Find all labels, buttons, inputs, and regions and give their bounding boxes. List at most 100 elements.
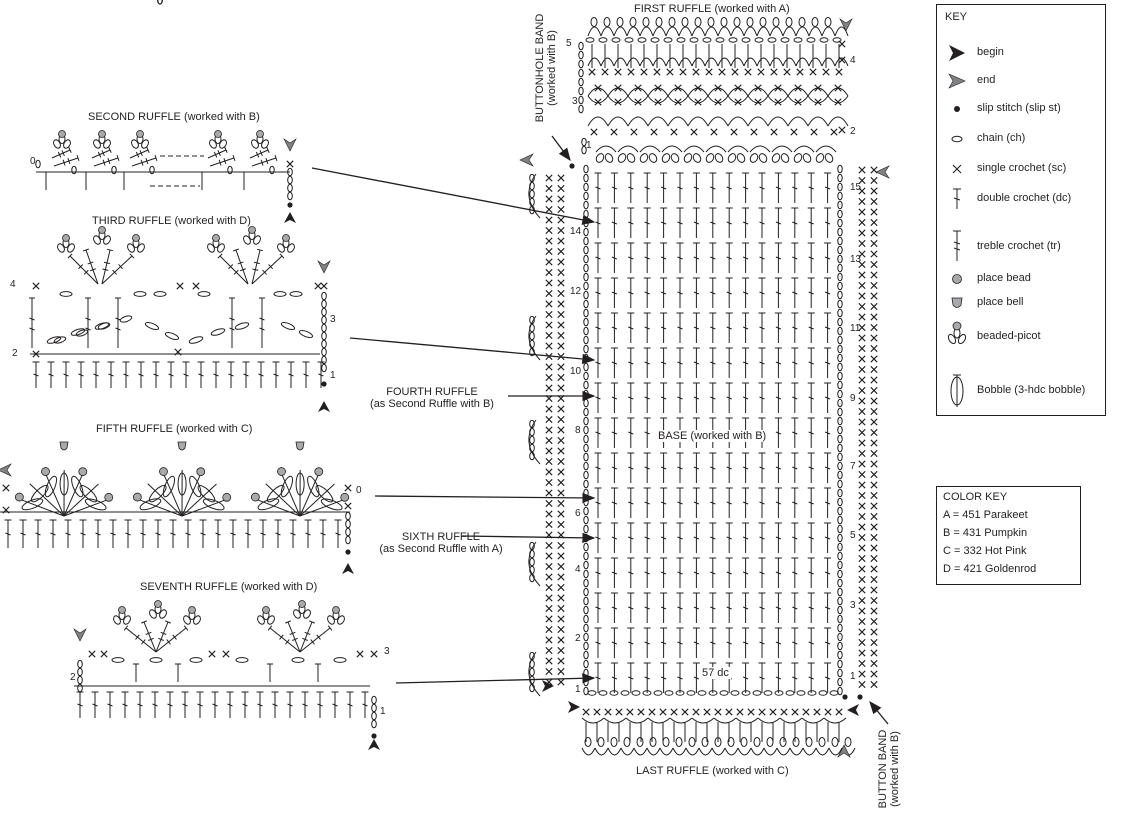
single-crochet-mark <box>648 708 656 716</box>
double-crochet-mark <box>725 172 733 203</box>
end-arrow-icon-graphic <box>948 73 966 89</box>
chain-loop-mark <box>587 116 609 127</box>
single-crochet-mark <box>614 68 622 76</box>
single-crochet-mark <box>557 342 565 350</box>
row-number-base-left: 8 <box>575 425 581 436</box>
single-crochet-mark <box>630 128 638 136</box>
chain-mark <box>583 560 589 570</box>
key-symbol <box>947 321 967 345</box>
single-crochet-icon <box>945 157 969 181</box>
fan-stitch-mark <box>299 483 335 517</box>
chain-mark <box>583 299 589 309</box>
single-crochet-mark <box>870 659 878 668</box>
single-crochet-mark <box>545 300 553 308</box>
end-arrow-mark <box>839 18 853 32</box>
chain-mark <box>583 650 589 660</box>
single-crochet-mark <box>545 174 553 182</box>
chain-loop-mark <box>757 717 781 724</box>
treble-crochet-mark <box>101 248 114 285</box>
single-crochet-mark <box>770 68 778 76</box>
chain-mark <box>583 470 589 480</box>
double-crochet-mark <box>267 663 273 682</box>
chain-loop-mark <box>528 419 541 465</box>
double-crochet-mark <box>758 557 766 588</box>
single-crochet-mark <box>858 323 866 332</box>
double-crochet-mark <box>774 522 782 553</box>
end-arrow-mark <box>317 260 331 274</box>
key-item: end <box>937 69 1105 93</box>
chain-mark <box>583 191 589 201</box>
chain-mark <box>701 737 709 747</box>
chain-mark <box>583 200 589 210</box>
chain-mark <box>77 683 83 693</box>
double-crochet-mark <box>742 242 750 273</box>
double-crochet-mark <box>334 519 342 548</box>
single-crochet-mark <box>654 98 662 106</box>
double-crochet-mark <box>594 277 602 308</box>
chain-mark <box>583 497 589 507</box>
double-crochet-mark <box>594 312 602 343</box>
double-crochet-mark <box>774 382 782 413</box>
double-crochet-mark <box>676 382 684 413</box>
chain-mark <box>617 153 627 163</box>
stitch-line-mark <box>82 171 90 190</box>
chain-mark <box>837 416 843 426</box>
double-crochet-mark <box>692 452 700 483</box>
chain-loop-mark <box>687 87 709 97</box>
sixth-ruffle-title: SIXTH RUFFLE (as Second Ruffle with A) <box>372 531 510 555</box>
chain-mark <box>736 153 746 163</box>
single-crochet-mark <box>718 68 726 76</box>
chain-mark <box>623 737 631 747</box>
chain-mark <box>653 690 663 696</box>
chain-mark <box>77 659 83 669</box>
single-crochet-symbol <box>952 164 962 174</box>
seventh-ruffle-title: SEVENTH RUFFLE (worked with D) <box>140 581 318 593</box>
double-crochet-mark <box>824 277 832 308</box>
double-crochet-mark <box>660 592 668 623</box>
begin-arrow-mark <box>284 212 296 223</box>
row-number-first-ruffle: 5 <box>566 38 572 49</box>
double-crochet-mark <box>824 242 832 273</box>
chain-loop-mark <box>620 747 635 756</box>
single-crochet-mark <box>870 670 878 678</box>
chain-mark <box>578 86 584 96</box>
chain-loop-mark <box>821 26 836 37</box>
bobble-mark <box>307 475 320 498</box>
chain-mark <box>692 153 702 163</box>
double-crochet-mark <box>136 691 144 718</box>
begin-arrow-mark <box>342 563 354 574</box>
chain-loop-mark <box>528 651 541 697</box>
end-arrow-mark <box>73 628 87 642</box>
double-crochet-mark <box>709 452 717 483</box>
chain-mark <box>636 737 644 747</box>
double-crochet-mark <box>304 519 312 548</box>
key-symbol <box>950 374 964 407</box>
double-crochet-mark <box>774 242 782 273</box>
single-crochet-mark <box>545 226 553 235</box>
single-crochet-mark <box>557 384 565 392</box>
chain-mark <box>694 17 702 27</box>
double-crochet-mark <box>774 172 782 203</box>
double-crochet-mark <box>824 207 832 238</box>
chain-mark <box>583 515 589 525</box>
chain-loop-mark <box>787 95 809 104</box>
single-crochet-mark <box>870 565 878 573</box>
chain-mark <box>141 139 149 149</box>
double-crochet-mark <box>610 172 618 203</box>
chain-mark <box>733 17 741 27</box>
chain-loop-mark <box>685 747 700 756</box>
chain-mark <box>780 153 790 163</box>
single-crochet-mark <box>557 247 565 256</box>
single-crochet-mark <box>557 268 565 277</box>
double-crochet-mark <box>660 312 668 343</box>
second-ruffle-chart <box>35 130 297 223</box>
double-crochet-mark <box>725 592 733 623</box>
chain-mark <box>583 335 589 345</box>
chain-mark <box>578 41 584 51</box>
last-ruffle-chart <box>568 694 863 758</box>
chain-mark <box>818 690 828 696</box>
single-crochet-mark <box>557 457 565 466</box>
chain-mark <box>837 209 843 219</box>
single-crochet-mark <box>557 331 565 340</box>
row-number-third-ruffle: 1 <box>330 370 336 381</box>
